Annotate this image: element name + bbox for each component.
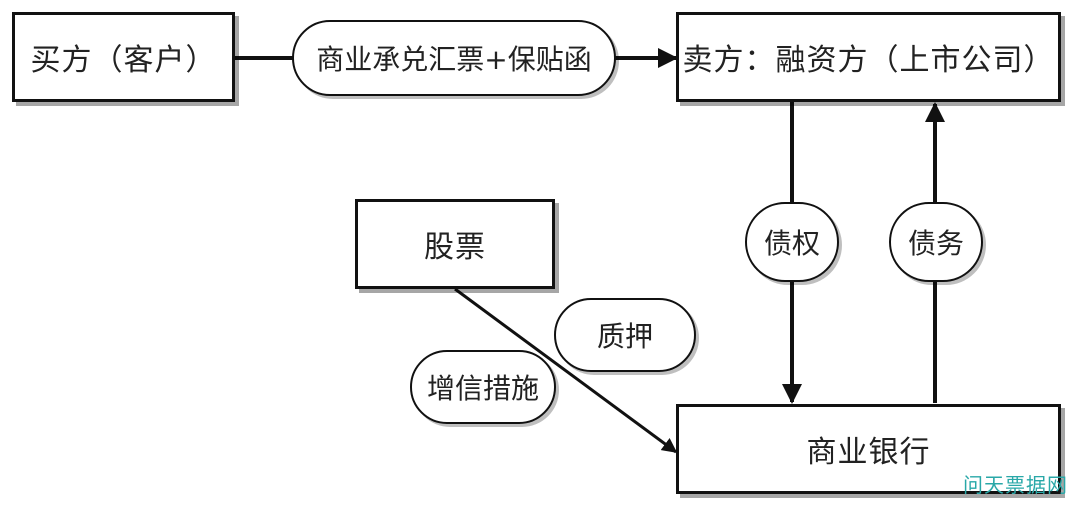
label-pledge: 质押 [554,298,696,372]
seller-node: 卖方：融资方（上市公司） [676,12,1061,102]
buyer-node: 买方（客户） [12,12,235,102]
bank-node: 商业银行 [676,404,1061,494]
watermark-text: 问天票据网 [963,473,1068,497]
edge-stock-to-bank [454,287,678,454]
label-bill-guarantee: 商业承兑汇票+保贴函 [292,20,616,96]
stock-node: 股票 [355,199,555,289]
label-claim: 债权 [745,202,839,282]
label-debt: 债务 [889,202,983,282]
label-credit-enhancement: 增信措施 [410,350,556,424]
